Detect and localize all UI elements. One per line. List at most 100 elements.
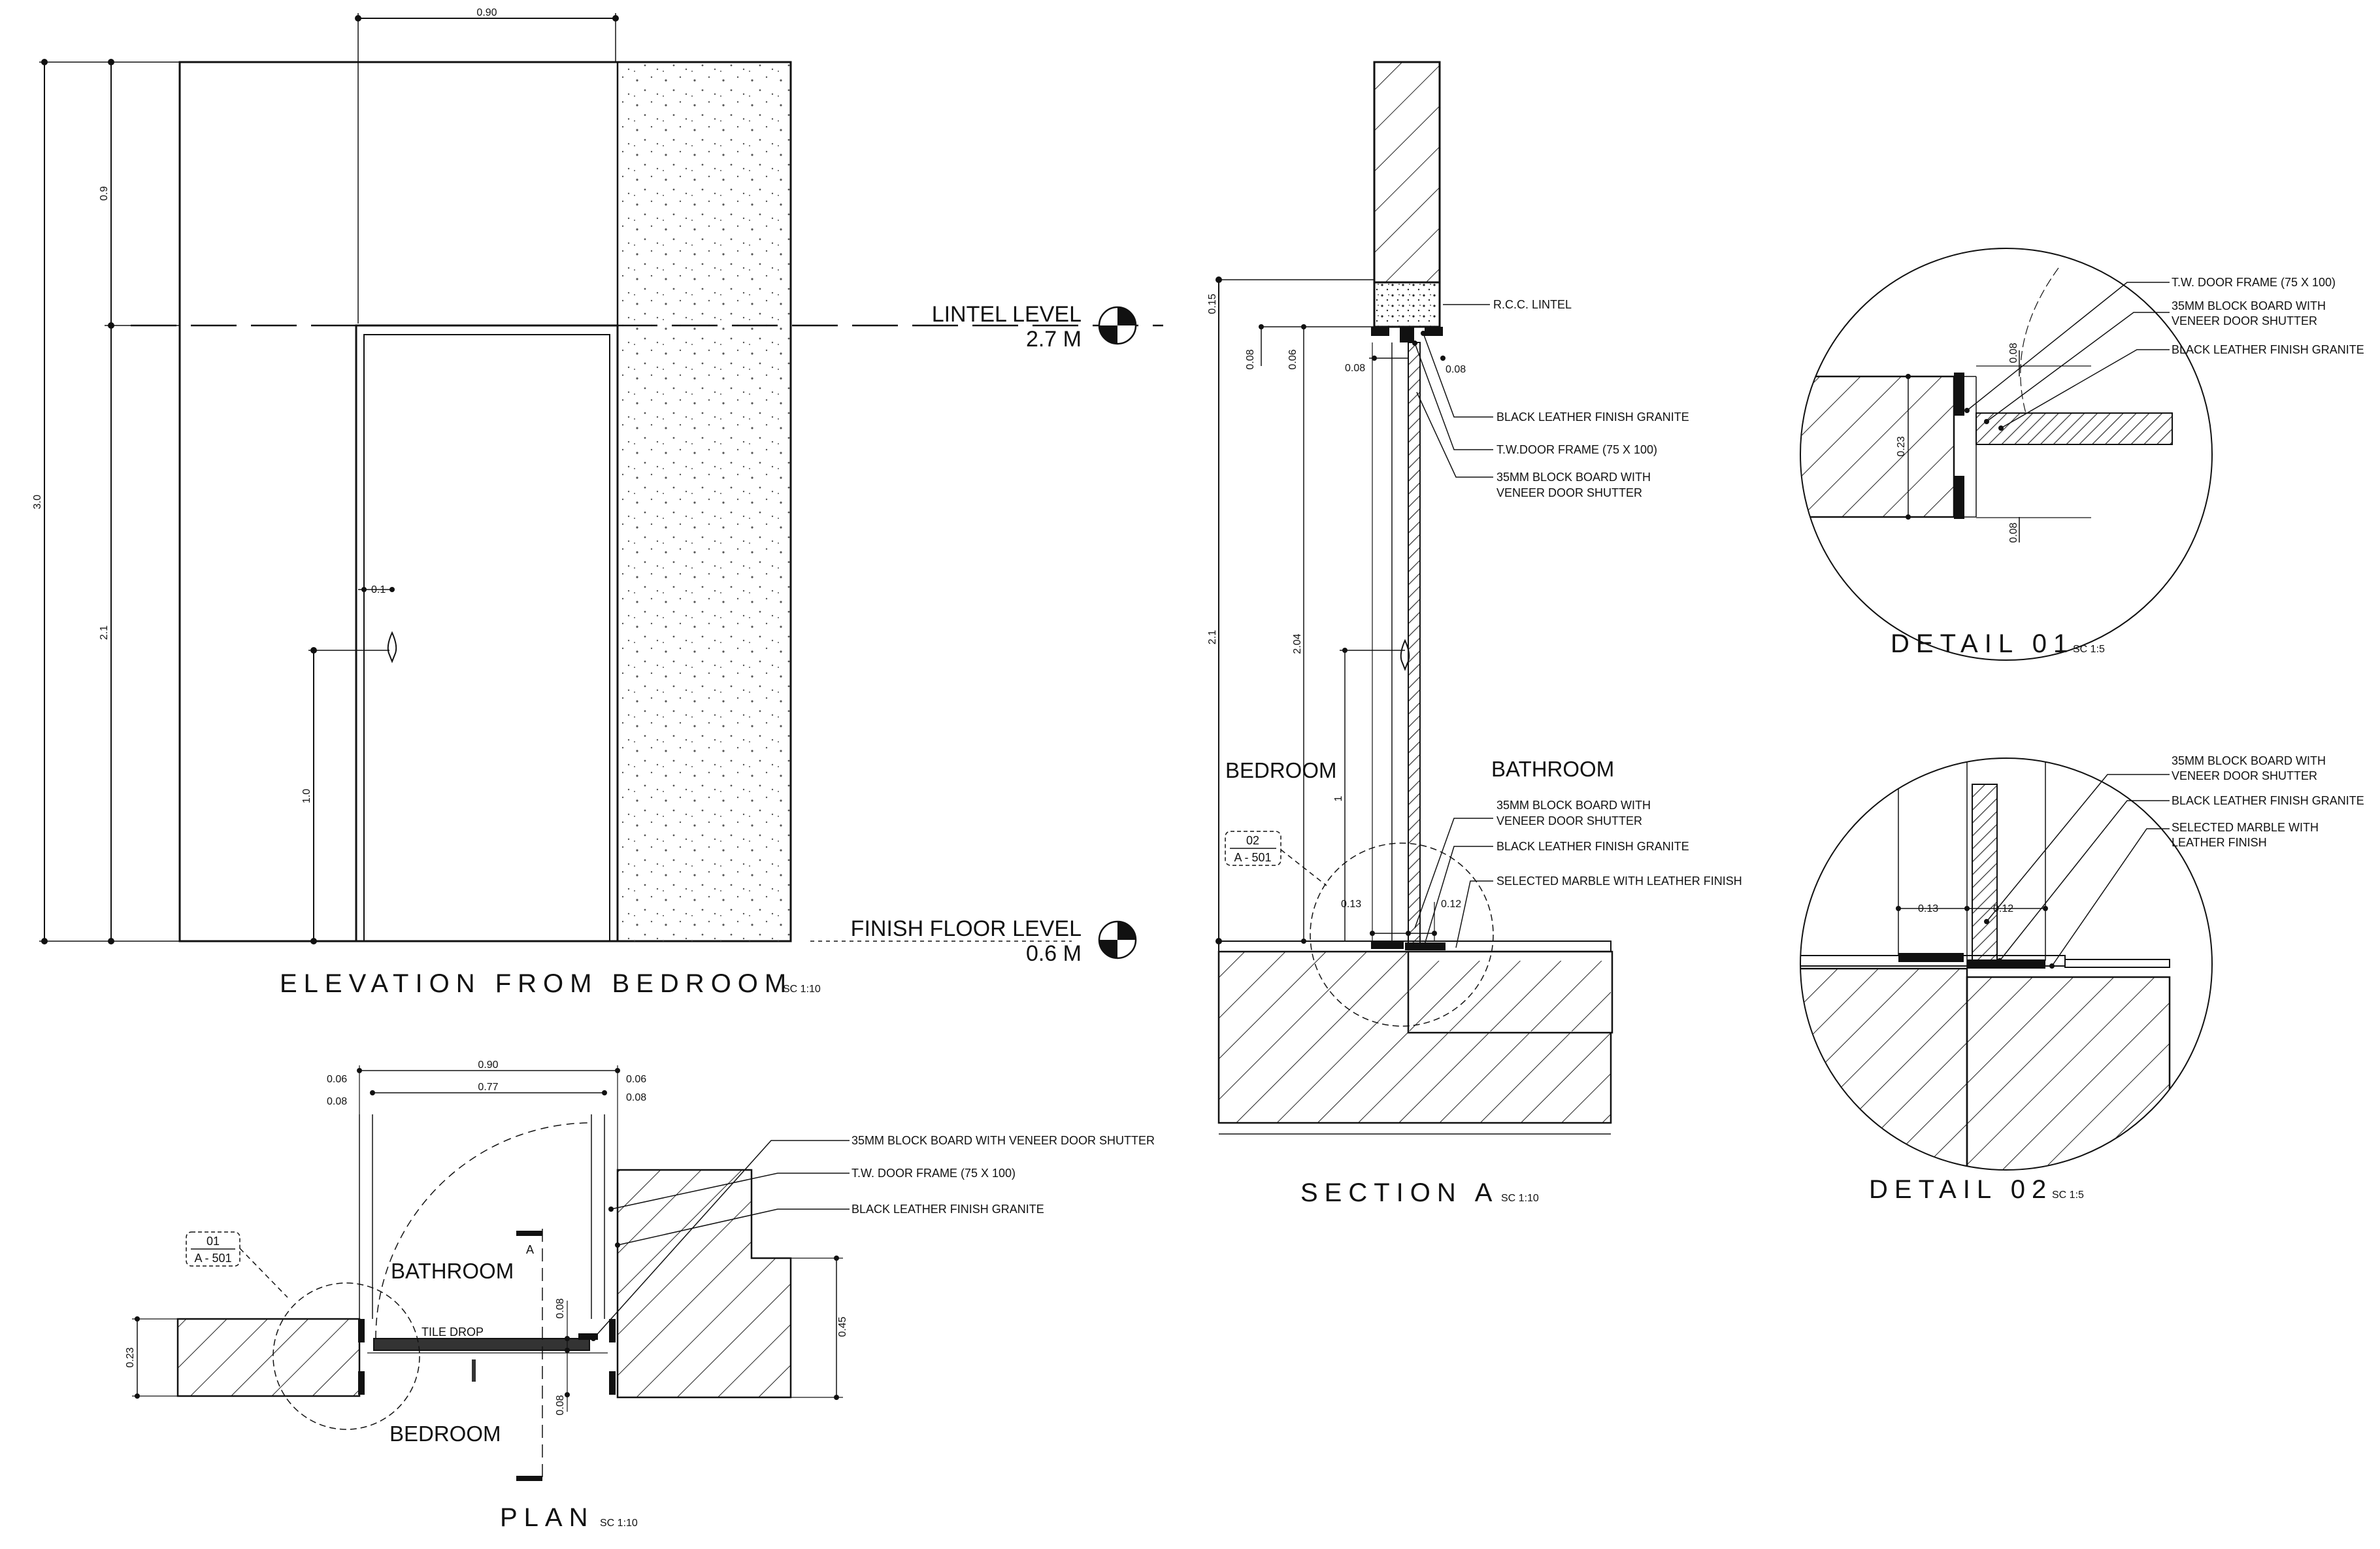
section-lintel (1373, 281, 1441, 328)
section-note-shutter-top-2: VENEER DOOR SHUTTER (1496, 486, 1642, 499)
section-note-shutter-bot-1: 35MM BLOCK BOARD WITH (1496, 799, 1651, 812)
level-marker-icon (1098, 920, 1137, 959)
section-detail-circle (1310, 842, 1494, 1027)
plan-title: PLAN (500, 1503, 595, 1532)
elevation-dim-handle-height: 1.0 (301, 789, 312, 803)
section-note-granite-bot: BLACK LEATHER FINISH GRANITE (1496, 840, 1689, 853)
section-note-frame: T.W.DOOR FRAME (75 X 100) (1496, 443, 1657, 456)
detail-02-dim-left: 0.13 (1918, 903, 1938, 914)
plan-door-shutter (373, 1338, 590, 1351)
section-callout-tag: 02 A - 501 (1225, 831, 1281, 866)
svg-text:01: 01 (207, 1235, 220, 1248)
plan-callout-tag: 01 A - 501 (186, 1231, 240, 1267)
elevation-view: 0.90 3.0 0.9 2.1 1.0 0.1 LINTEL LEVEL 2.… (32, 7, 1163, 998)
svg-text:A - 501: A - 501 (1234, 851, 1271, 864)
lintel-level-label: LINTEL LEVEL (932, 302, 1082, 327)
section-title: SECTION A (1300, 1178, 1498, 1207)
plan-view: A TILE DROP BATHROOM BEDROOM 01 A - 501 … (125, 1059, 1155, 1532)
plan-dim-r008: 0.08 (626, 1092, 646, 1103)
detail-01-scale: SC 1:5 (2073, 644, 2105, 655)
detail-01-title: DETAIL 01 (1891, 629, 2074, 658)
detail-01-note-frame: T.W. DOOR FRAME (75 X 100) (2172, 276, 2336, 289)
section-dim-21: 2.1 (1207, 630, 1218, 644)
plan-tile-drop: TILE DROP (421, 1325, 484, 1339)
detail-02-note-marble-2: LEATHER FINISH (2172, 836, 2267, 849)
elevation-dim-upper: 0.9 (99, 186, 110, 201)
section-dim-204: 2.04 (1292, 633, 1303, 654)
plan-scale: SC 1:10 (600, 1518, 638, 1529)
elevation-dim-total: 3.0 (32, 495, 43, 509)
plan-detail-circle (273, 1282, 420, 1430)
detail-01-note-granite: BLACK LEATHER FINISH GRANITE (2172, 343, 2364, 356)
elevation-granite-panel (618, 62, 791, 941)
plan-note-granite: BLACK LEATHER FINISH GRANITE (851, 1203, 1044, 1216)
section-note-marble: SELECTED MARBLE WITH LEATHER FINISH (1496, 874, 1742, 888)
door-handle-icon (1400, 639, 1410, 671)
plan-dim-l008: 0.08 (327, 1096, 347, 1107)
section-wall-hatch (1373, 61, 1441, 284)
floor-level-value: 0.6 M (1026, 941, 1082, 966)
floor-level-label: FINISH FLOOR LEVEL (851, 916, 1082, 941)
detail-01-dim-top: 0.08 (2008, 342, 2019, 363)
elevation-door-shutter (363, 334, 610, 942)
elevation-dim-handle-offset: 0.1 (371, 584, 386, 595)
plan-dim-overall: 0.90 (478, 1059, 498, 1071)
detail-02-note-granite: BLACK LEATHER FINISH GRANITE (2172, 794, 2364, 807)
lintel-level-value: 2.7 M (1026, 327, 1082, 352)
section-dim-1: 1 (1333, 795, 1344, 801)
section-door-shutter (1408, 342, 1421, 944)
svg-text:A - 501: A - 501 (194, 1252, 231, 1265)
detail-01-note-shutter-2: VENEER DOOR SHUTTER (2172, 314, 2317, 327)
detail-02-dim-right: 0.12 (1993, 903, 2013, 914)
section-room-bathroom: BATHROOM (1491, 757, 1614, 781)
section-note-shutter-bot-2: VENEER DOOR SHUTTER (1496, 814, 1642, 827)
section-dim-012: 0.12 (1441, 899, 1461, 910)
detail-02-note-shutter-1: 35MM BLOCK BOARD WITH (2172, 754, 2326, 767)
plan-dim-r006: 0.06 (626, 1074, 646, 1085)
level-marker-icon (1098, 306, 1137, 345)
elevation-dim-width: 0.90 (476, 7, 497, 18)
plan-room-bathroom: BATHROOM (391, 1259, 514, 1283)
plan-wall-right (616, 1169, 792, 1399)
section-dim-006: 0.06 (1287, 349, 1298, 369)
plan-room-bedroom: BEDROOM (389, 1422, 501, 1446)
section-dim-013: 0.13 (1341, 899, 1361, 910)
section-dim-008b: 0.08 (1345, 363, 1365, 374)
detail-02-note-shutter-2: VENEER DOOR SHUTTER (2172, 769, 2317, 782)
plan-note-frame: T.W. DOOR FRAME (75 X 100) (851, 1167, 1016, 1180)
plan-note-shutter: 35MM BLOCK BOARD WITH VENEER DOOR SHUTTE… (851, 1134, 1155, 1147)
plan-dim-clear: 0.77 (478, 1082, 498, 1093)
elevation-scale: SC 1:10 (783, 984, 821, 995)
plan-door-swing (375, 1122, 592, 1339)
section-note-granite-top: BLACK LEATHER FINISH GRANITE (1496, 410, 1689, 424)
detail-02-note-marble-1: SELECTED MARBLE WITH (2172, 821, 2319, 834)
door-handle-icon (387, 631, 397, 663)
detail-02-view: 0.13 0.12 35MM BLOCK BOARD WITH VENEER D… (1800, 754, 2364, 1204)
section-dim-015: 0.15 (1207, 293, 1218, 314)
detail-01-dim-bottom: 0.08 (2008, 522, 2019, 542)
detail-01-dim-wall: 0.23 (1896, 436, 1907, 456)
section-dim-008a: 0.08 (1245, 349, 1256, 369)
plan-dim-mid: 0.08 (555, 1298, 566, 1318)
section-scale: SC 1:10 (1501, 1193, 1539, 1204)
detail-02-title: DETAIL 02 (1869, 1175, 2053, 1204)
plan-dim-l006: 0.06 (327, 1074, 347, 1085)
elevation-title: ELEVATION FROM BEDROOM (280, 969, 793, 998)
section-view: 0.15 2.1 0.08 0.06 2.04 0.08 0.08 1 0.13… (1207, 61, 1742, 1207)
plan-dim-wall: 0.23 (125, 1347, 136, 1367)
svg-text:02: 02 (1246, 834, 1259, 847)
plan-dim-bot: 0.08 (555, 1395, 566, 1415)
elevation-door-frame (355, 324, 619, 942)
plan-dim-right: 0.45 (837, 1316, 848, 1337)
detail-02-scale: SC 1:5 (2052, 1190, 2084, 1201)
plan-wall-left (176, 1318, 361, 1397)
section-dim-008c: 0.08 (1446, 364, 1466, 375)
plan-section-mark: A (526, 1243, 534, 1256)
detail-01-note-shutter-1: 35MM BLOCK BOARD WITH (2172, 299, 2326, 312)
section-room-bedroom: BEDROOM (1225, 758, 1337, 782)
elevation-dim-door: 2.1 (99, 625, 110, 640)
section-note-lintel: R.C.C. LINTEL (1493, 298, 1572, 311)
section-note-shutter-top-1: 35MM BLOCK BOARD WITH (1496, 471, 1651, 484)
detail-01-view: 0.23 0.08 0.08 T.W. DOOR FRAME (75 X 100… (1800, 248, 2364, 661)
